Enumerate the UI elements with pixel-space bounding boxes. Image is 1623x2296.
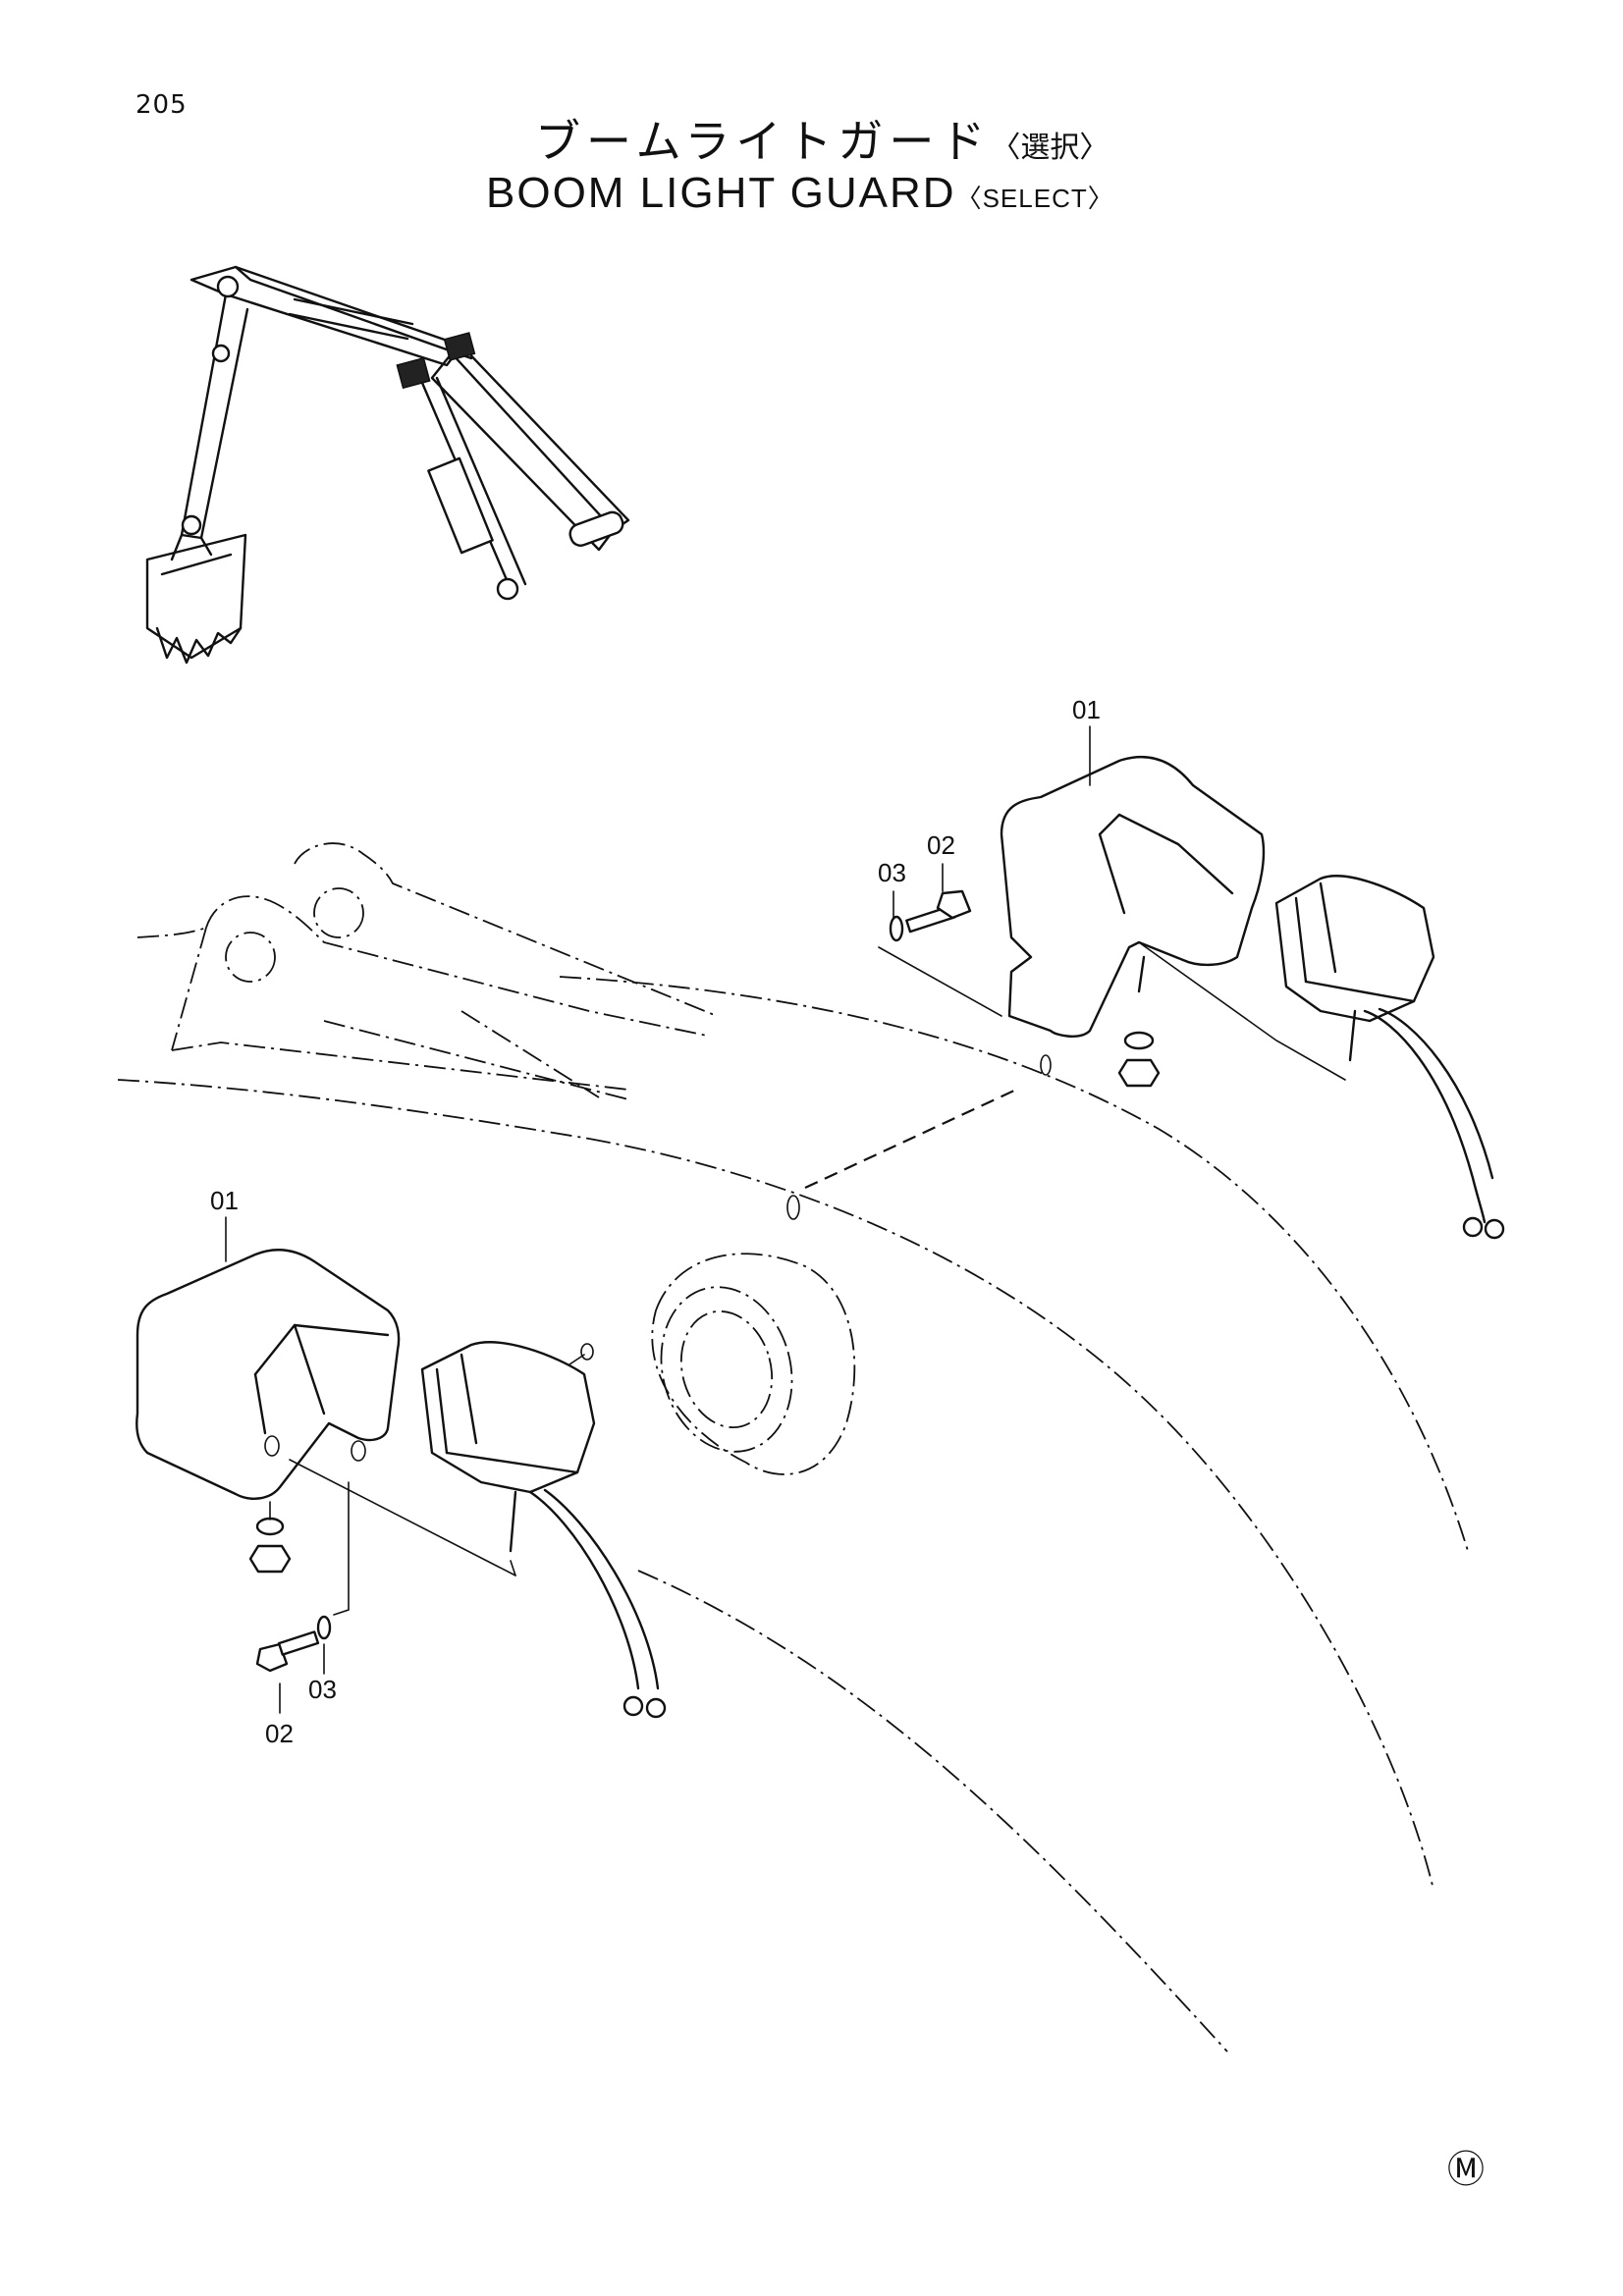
callout-lower-washer: 03 [308,1675,337,1704]
callout-upper-guard: 01 [1072,695,1101,724]
excavator-overview-illustration [145,265,630,665]
title-japanese-select: 〈選択〉 [991,131,1109,165]
lower-washer [316,1615,332,1640]
page-number: 205 [135,90,188,120]
title-english-select: 〈SELECT〉 [955,184,1114,213]
title-english-text: BOOM LIGHT GUARD [486,169,956,217]
m-mark-text: Ⓜ [1447,2148,1485,2191]
upper-lamp [1274,875,1435,1023]
callout-lower-guard: 01 [210,1186,239,1215]
upper-guard [1000,756,1266,1038]
upper-bolt [905,889,972,934]
boom-outline [117,842,1469,2053]
lower-guard [135,1249,401,1500]
title-japanese-text: ブームライトガード [535,115,992,168]
m-mark: Ⓜ [1447,2148,1485,2191]
title-english: BOOM LIGHT GUARD〈SELECT〉 [486,169,1114,218]
upper-washer [889,915,904,942]
callout-upper-bolt: 02 [927,830,955,860]
lower-light-guard-assembly: 01 02 03 [135,1186,667,1748]
lower-bolt [255,1630,320,1673]
upper-light-guard-assembly: 01 02 03 [804,695,1505,1240]
title-japanese: ブームライトガード〈選択〉 [535,106,1109,171]
callout-lower-bolt: 02 [265,1719,294,1748]
lower-lamp [420,1341,596,1494]
callout-upper-washer: 03 [878,858,906,887]
